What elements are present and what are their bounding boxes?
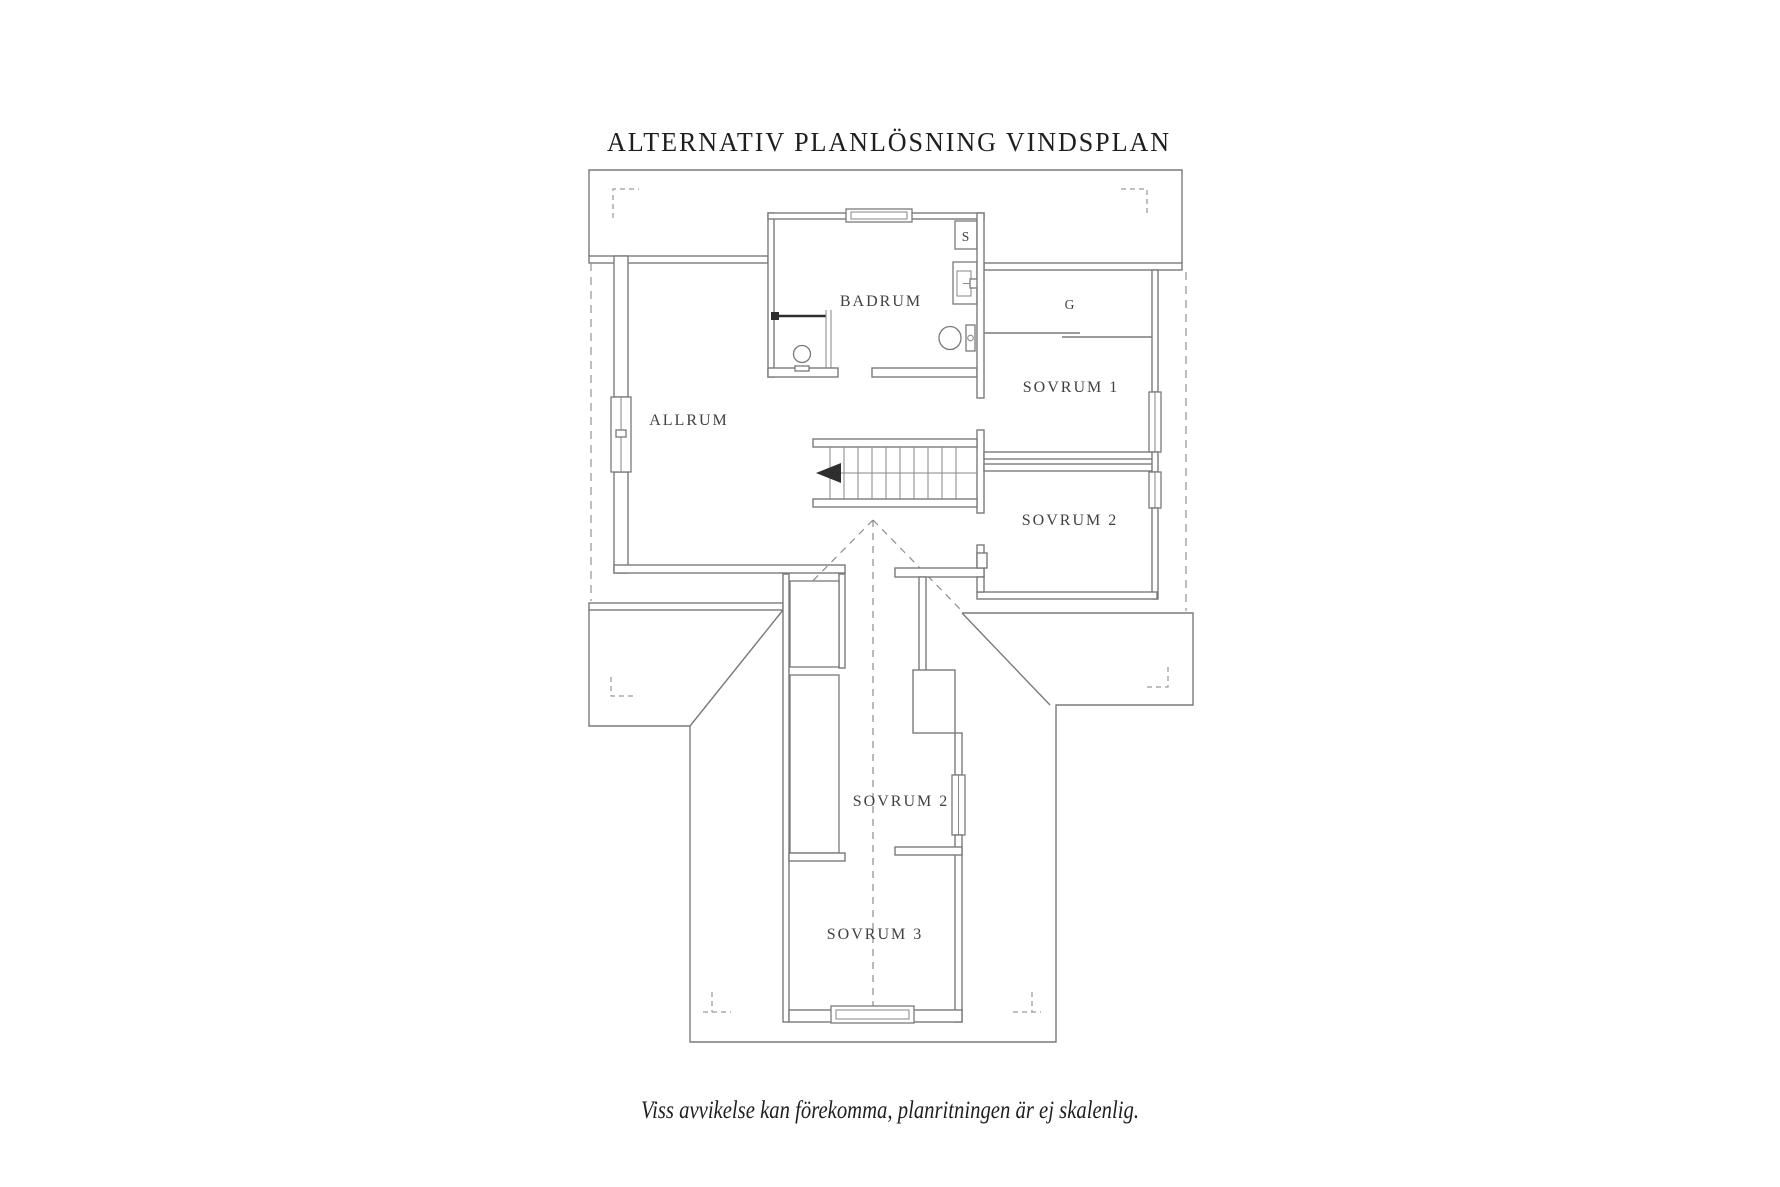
room-label-sovrum-3: SOVRUM 3 <box>827 926 923 943</box>
stairs-bottom-rail <box>812 498 978 508</box>
hallway-wall <box>976 212 985 578</box>
closet-1 <box>789 580 840 668</box>
roof-corner-mark-mid-left-icon <box>610 677 633 697</box>
sovrum2u-top-wall <box>983 463 1158 472</box>
sovrum1-right-wall-upper <box>1151 269 1159 393</box>
hall-bar-tab <box>976 552 988 569</box>
sink-icon <box>952 261 979 305</box>
room-sovrum-2-lower: SOVRUM 2 <box>782 552 988 1023</box>
sovrum2l-alcove <box>912 669 956 734</box>
badrum-left-wall <box>767 212 775 378</box>
room-badrum: BADRUM S <box>767 208 985 378</box>
roof-valley-right <box>961 612 1051 706</box>
hall-wall-middle <box>976 429 985 514</box>
s-closet: S <box>954 220 978 250</box>
sovrum1-window-icon <box>1148 391 1162 453</box>
sovrum3-bottom-wall-left <box>788 1009 834 1023</box>
top-band-outline <box>588 169 1183 263</box>
sovrum2u-bottom-wall <box>976 591 1158 600</box>
right-wall-between-windows <box>1151 451 1159 473</box>
badrum-bottom-wall-right <box>871 367 978 378</box>
roof-valley-left <box>689 609 784 727</box>
room-label-badrum: BADRUM <box>840 293 922 310</box>
badrum-top-wall-right <box>909 212 985 220</box>
allrum-left-wall-lower <box>613 471 629 574</box>
lower-roof-outline <box>588 602 1194 1043</box>
sovrum2u-window-icon <box>1148 471 1162 509</box>
room-label-sovrum-2-upper: SOVRUM 2 <box>1022 512 1118 529</box>
closet-column-bottom-stub <box>788 852 846 862</box>
room-label-allrum: ALLRUM <box>649 412 729 429</box>
wing-left-wall <box>782 573 790 1023</box>
room-allrum: ALLRUM <box>610 255 846 574</box>
sovrum2u-right-wall-lower <box>1151 507 1159 600</box>
badrum-window-icon <box>845 208 913 223</box>
s-closet-label: S <box>962 229 971 244</box>
roof-corner-mark-top-left-icon <box>612 188 639 218</box>
stairs <box>812 438 978 508</box>
sovrum2l-right-wall-mid <box>954 732 963 776</box>
stairs-top-rail <box>812 438 978 448</box>
room-label-sovrum-1: SOVRUM 1 <box>1023 379 1119 396</box>
room-sovrum-2-upper: SOVRUM 2 <box>976 451 1162 600</box>
shower-icon <box>771 310 832 372</box>
room-label-sovrum-2-lower: SOVRUM 2 <box>853 793 949 810</box>
allrum-left-wall-upper <box>613 255 629 398</box>
roof-corner-mark-bottom-right-icon <box>1013 992 1041 1013</box>
wing-outer-boundary <box>588 610 1194 1043</box>
allrum-window-icon <box>610 396 632 473</box>
sovrum1-top-wall <box>983 262 1183 271</box>
left-eave-band <box>588 602 784 611</box>
sovrum3-bottom-wall-right <box>911 1009 963 1023</box>
badrum-top-wall-left <box>767 212 849 220</box>
g-wardrobe-label: G <box>1065 297 1076 312</box>
hall-wall-upper <box>976 212 985 399</box>
disclaimer-text: Viss avvikelse kan förekomma, planritnin… <box>641 1097 1139 1124</box>
sovrum2l-window-icon <box>951 774 966 836</box>
sovrum2l-right-wall-upper <box>918 576 927 678</box>
stairs-direction-arrow-icon <box>816 463 841 483</box>
page-title: ALTERNATIV PLANLÖSNING VINDSPLAN <box>607 127 1171 157</box>
closet-column-right-wall <box>838 573 846 669</box>
roof-corner-mark-mid-right-icon <box>1146 667 1169 688</box>
sovrum1-bottom-wall <box>983 451 1158 460</box>
roof-corner-mark-top-right-icon <box>1121 188 1148 216</box>
room-sovrum-1: G SOVRUM 1 <box>983 269 1162 460</box>
roof-corner-mark-bottom-left-icon <box>703 992 731 1013</box>
allrum-bottom-wall <box>613 564 846 574</box>
closet-2 <box>789 674 840 854</box>
sovrum3-top-wall <box>894 846 963 856</box>
wing-right-wall-lower <box>954 834 963 1023</box>
toilet-icon <box>938 324 976 352</box>
hall-bar-connector <box>976 576 985 593</box>
hall-bar-wall <box>894 567 985 578</box>
room-sovrum-3: SOVRUM 3 <box>788 846 963 1024</box>
sovrum3-window-icon <box>830 1005 915 1024</box>
